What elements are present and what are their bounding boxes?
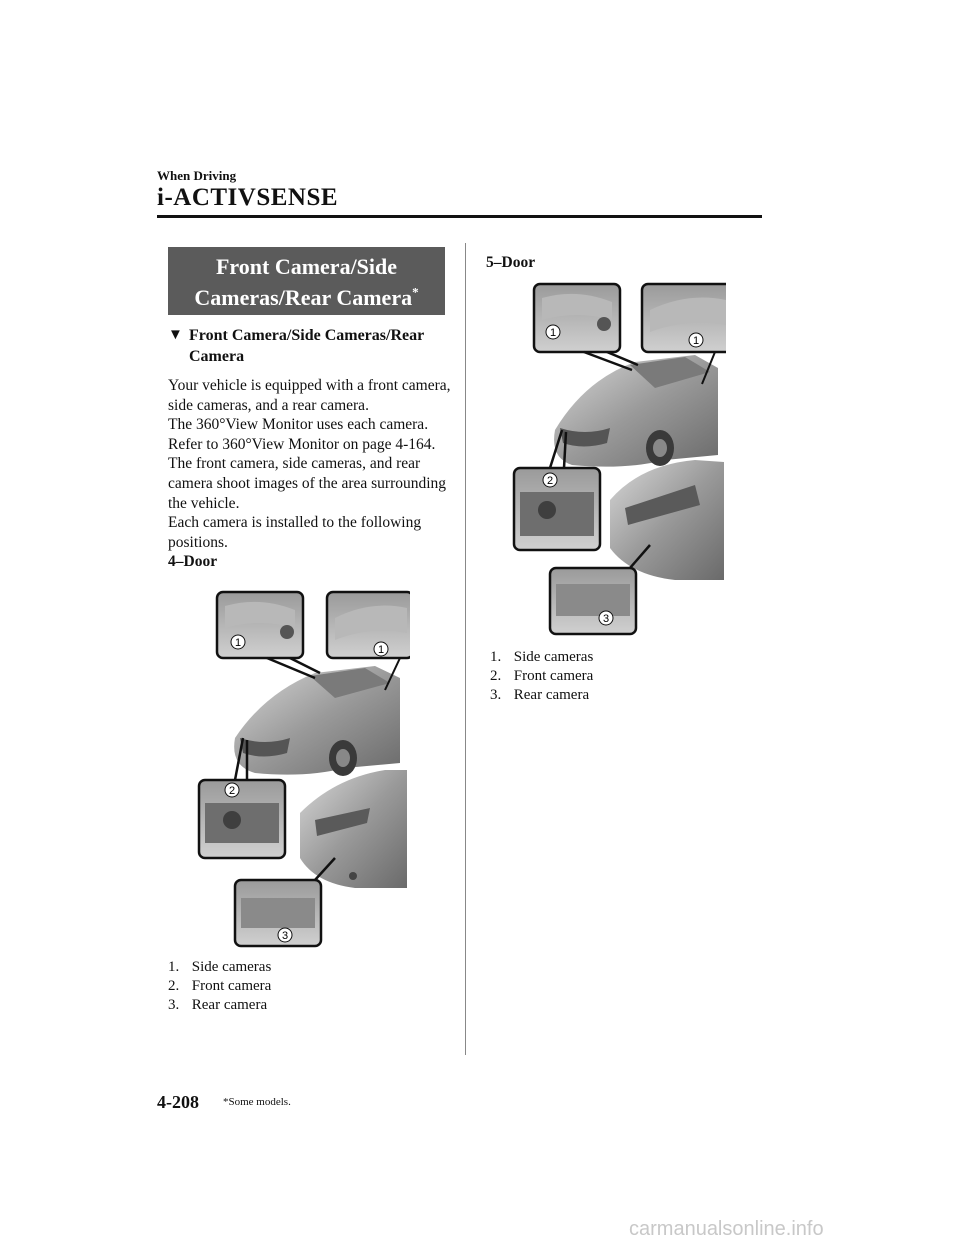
watermark: carmanualsonline.info	[629, 1218, 824, 1240]
title-asterisk: *	[412, 284, 419, 300]
subheading: ▼ Front Camera/Side Cameras/Rear Camera	[168, 325, 458, 367]
column-divider	[465, 243, 466, 1055]
paragraph: The front camera, side cameras, and rear…	[168, 455, 447, 512]
list-item: 1. Side cameras	[490, 649, 594, 665]
footnote: *Some models.	[223, 1096, 291, 1108]
section-label: When Driving	[157, 168, 237, 183]
paragraph: Each camera is installed to the followin…	[168, 514, 422, 551]
list-item: 2. Front camera	[490, 668, 594, 684]
body-text: Your vehicle is equipped with a front ca…	[168, 376, 458, 572]
paragraph: Refer to 360°View Monitor on page 4-164.	[168, 435, 436, 453]
paragraph: Your vehicle is equipped with a front ca…	[168, 377, 451, 414]
list-item: 3. Rear camera	[490, 687, 590, 703]
callout-1-right: 1	[693, 335, 699, 347]
camera-locations-4-door-figure: 1 1 2 3	[195, 588, 410, 950]
camera-locations-5-door-figure: 1 1 2 3	[510, 280, 726, 638]
list-item: 3. Rear camera	[168, 997, 268, 1013]
callout-3: 3	[603, 613, 609, 625]
page-number: 4-208	[157, 1092, 199, 1112]
title-line-2: Cameras/Rear Camera*	[194, 284, 419, 310]
title-line-1: Front Camera/Side	[215, 254, 398, 279]
triangle-marker-icon: ▼	[168, 327, 183, 343]
legend-4-door: 1. Side cameras 2. Front camera 3. Rear …	[168, 958, 271, 1015]
callout-1-left: 1	[235, 637, 241, 649]
callout-3: 3	[282, 930, 288, 942]
header-rule	[157, 215, 762, 218]
figure-label-5-door: 5–Door	[486, 254, 536, 271]
callout-2: 2	[547, 475, 553, 487]
paragraph: The 360°View Monitor uses each camera.	[168, 416, 429, 434]
subheading-text: Front Camera/Side Cameras/Rear Camera	[189, 327, 424, 365]
callout-1-left: 1	[550, 327, 556, 339]
list-item: 2. Front camera	[168, 978, 272, 994]
page-title: Front Camera/Side Cameras/Rear Camera*	[168, 247, 445, 315]
list-item: 1. Side cameras	[168, 959, 272, 975]
section-title: i-ACTIVSENSE	[157, 184, 339, 211]
legend-5-door: 1. Side cameras 2. Front camera 3. Rear …	[490, 648, 593, 705]
figure-label-4-door: 4–Door	[168, 553, 218, 571]
callout-1-right: 1	[378, 644, 384, 656]
callout-2: 2	[229, 785, 235, 797]
